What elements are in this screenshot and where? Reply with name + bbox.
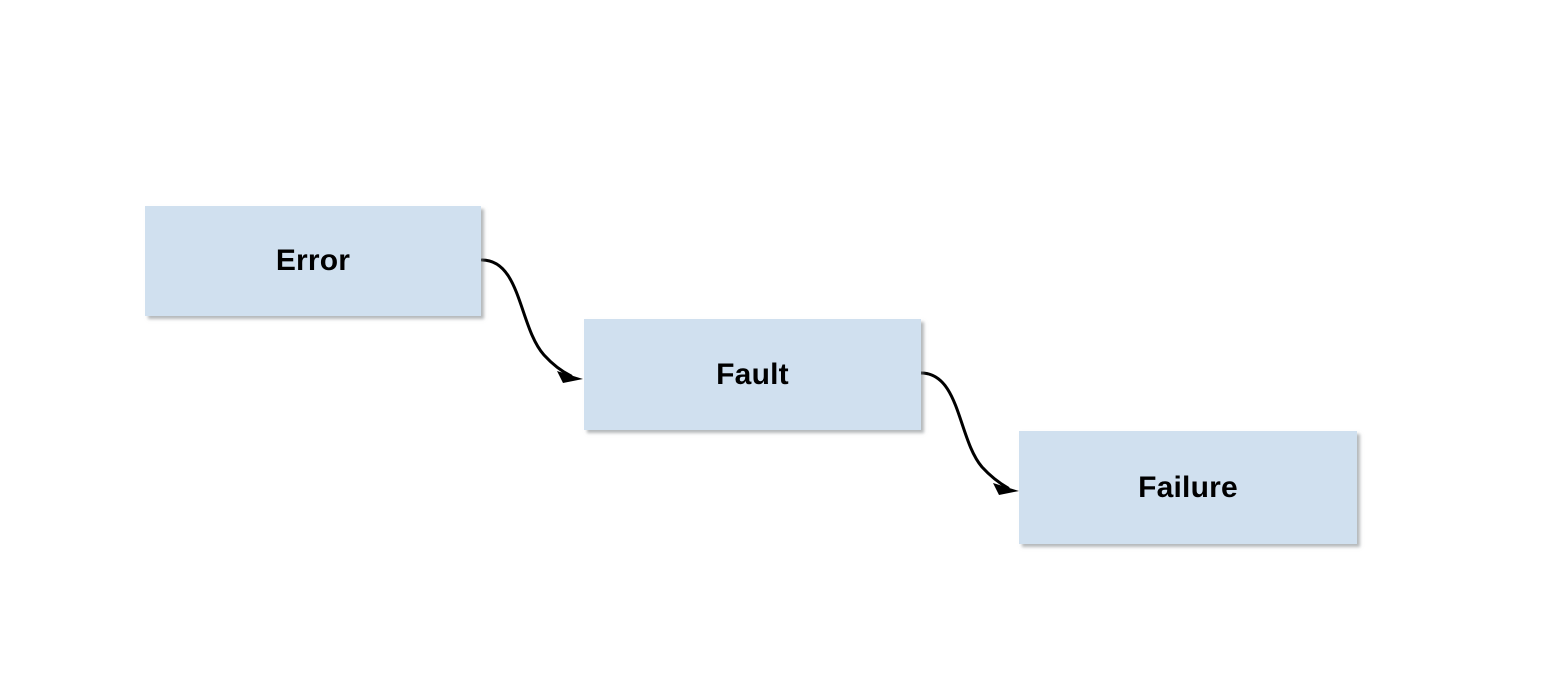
node-error[interactable]: Error	[145, 206, 481, 316]
edge-fault-to-failure-path	[919, 371, 1010, 490]
edge-fault-to-failure-arrowhead	[993, 483, 1019, 495]
node-fault-label: Fault	[716, 357, 789, 391]
edge-error-to-fault-path	[480, 258, 573, 378]
node-failure-label: Failure	[1138, 470, 1238, 504]
edge-fault-to-failure	[919, 371, 1019, 495]
edge-error-to-fault-arrowhead	[557, 371, 583, 383]
node-failure[interactable]: Failure	[1019, 431, 1357, 544]
node-fault[interactable]: Fault	[584, 319, 921, 430]
edge-error-to-fault	[480, 258, 583, 383]
node-error-label: Error	[275, 244, 351, 277]
